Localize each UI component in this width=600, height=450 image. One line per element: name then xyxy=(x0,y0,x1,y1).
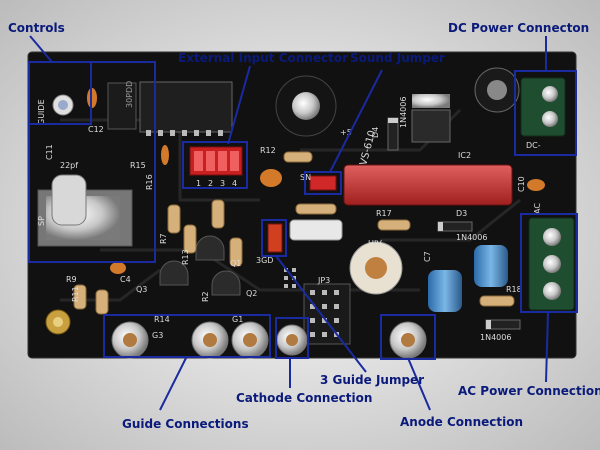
external-input-pins xyxy=(194,151,239,171)
silk-dc-minus: DC- xyxy=(526,141,541,150)
dc-screw-1 xyxy=(542,86,558,102)
leader-sound-jumper xyxy=(329,69,383,173)
silk-1n4006-mid: 1N4006 xyxy=(456,233,487,242)
silk-g1: G1 xyxy=(232,315,243,324)
silk-q2: Q2 xyxy=(246,289,257,298)
ic-label: 30PDD xyxy=(125,81,134,108)
silk-1n4006-top: 1N4006 xyxy=(399,97,408,128)
silk-plus5: +5 xyxy=(340,128,352,137)
box-external-input xyxy=(182,141,248,189)
silk-pin-3: 3 xyxy=(220,179,225,188)
dc-screw-2 xyxy=(542,111,558,127)
box-cathode xyxy=(275,317,309,359)
silk-22pf: 22pf xyxy=(60,161,78,170)
resistors xyxy=(73,151,515,315)
silk-hiv: HIV xyxy=(368,239,382,248)
silk-1n4006-bot: 1N4006 xyxy=(480,333,511,342)
silk-jp3: JP3 xyxy=(317,276,330,285)
ac-screw-1 xyxy=(543,228,561,246)
guide-standoffs xyxy=(111,321,269,359)
regulator-ic2 xyxy=(411,109,451,143)
anode-standoff xyxy=(389,321,427,359)
leader-3-guide xyxy=(275,255,367,373)
silk-d4: D4 xyxy=(371,127,380,138)
ac-screw-2 xyxy=(543,255,561,273)
ac-screw-3 xyxy=(543,282,561,300)
box-ac-power xyxy=(520,213,578,313)
mounting-post xyxy=(45,309,71,335)
sound-jumper xyxy=(309,175,337,191)
diodes xyxy=(387,117,521,330)
silk-r14: R14 xyxy=(154,315,170,324)
silk-c7: C7 xyxy=(423,251,432,262)
silk-r17: R17 xyxy=(376,209,392,218)
silk-r7: R7 xyxy=(159,233,168,244)
electrolytic-cap-top-top xyxy=(487,80,507,100)
ic-pins xyxy=(146,130,223,136)
silk-q1: Q1 xyxy=(230,259,241,268)
silk-sp: SP xyxy=(37,216,46,226)
cathode-standoff xyxy=(276,324,308,356)
callout-guide: Guide Connections xyxy=(122,417,249,431)
callout-dc-power: DC Power Connecton xyxy=(448,21,589,35)
silk-c10: C10 xyxy=(517,176,526,192)
box-controls-inner xyxy=(28,61,92,125)
leader-guide xyxy=(159,357,187,411)
callout-cathode: Cathode Connection xyxy=(236,391,372,405)
silk-pin-2: 2 xyxy=(208,179,213,188)
three-guide-jumper xyxy=(267,223,283,253)
callout-anode: Anode Connection xyxy=(400,415,523,429)
silk-r15: R15 xyxy=(130,161,146,170)
controls-button-cap xyxy=(58,100,68,110)
callout-ac-power: AC Power Connection xyxy=(458,384,600,398)
white-resistor xyxy=(289,219,343,241)
silk-3gd: 3GD xyxy=(256,256,273,265)
callout-external-input: External Input Connector xyxy=(178,51,348,65)
trimmer-pot-wiper xyxy=(365,257,387,279)
regulator-tab xyxy=(412,94,450,108)
leader-external-input xyxy=(227,65,251,145)
silk-r2: R2 xyxy=(201,291,210,302)
silk-r11: R11 xyxy=(71,286,80,302)
silk-r16: R16 xyxy=(145,174,154,190)
ceramic-caps xyxy=(87,88,545,274)
silk-r13: R13 xyxy=(181,249,190,265)
potentiometer-shaft xyxy=(51,174,87,226)
leader-anode xyxy=(407,357,431,411)
box-sound-jumper xyxy=(304,171,342,195)
box-3-guide xyxy=(261,219,287,257)
silk-g3: G3 xyxy=(152,331,163,340)
silk-r18: R18 xyxy=(506,285,522,294)
silk-r12: R12 xyxy=(260,146,276,155)
silk-pin-4: 4 xyxy=(232,179,237,188)
callout-controls: Controls xyxy=(8,21,65,35)
blue-capacitor-2 xyxy=(428,270,462,312)
silk-c11: C11 xyxy=(45,144,54,160)
transistors xyxy=(159,235,241,296)
silk-d3: D3 xyxy=(456,209,467,218)
silk-ac: AC xyxy=(533,203,542,214)
dc-terminal-block xyxy=(520,77,566,137)
film-capacitor xyxy=(343,164,513,206)
silk-c4: C4 xyxy=(120,275,131,284)
silk-c12: C12 xyxy=(88,125,104,134)
silk-pin-1: 1 xyxy=(196,179,201,188)
ic-small xyxy=(107,82,137,130)
silk-ic2: IC2 xyxy=(458,151,471,160)
ic-30pdd xyxy=(139,81,233,133)
callout-sound-jumper: Sound Jumper xyxy=(350,51,445,65)
silk-r9: R9 xyxy=(66,275,77,284)
blue-capacitor-1 xyxy=(474,245,508,287)
leader-controls xyxy=(29,35,53,63)
silk-q3: Q3 xyxy=(136,285,147,294)
box-guide-connections xyxy=(103,314,271,358)
buzzer-center xyxy=(292,92,320,120)
leader-ac-power xyxy=(545,311,549,383)
callout-3-guide: 3 Guide Jumper xyxy=(320,373,424,387)
silk-guide: GUIDE xyxy=(37,99,46,125)
